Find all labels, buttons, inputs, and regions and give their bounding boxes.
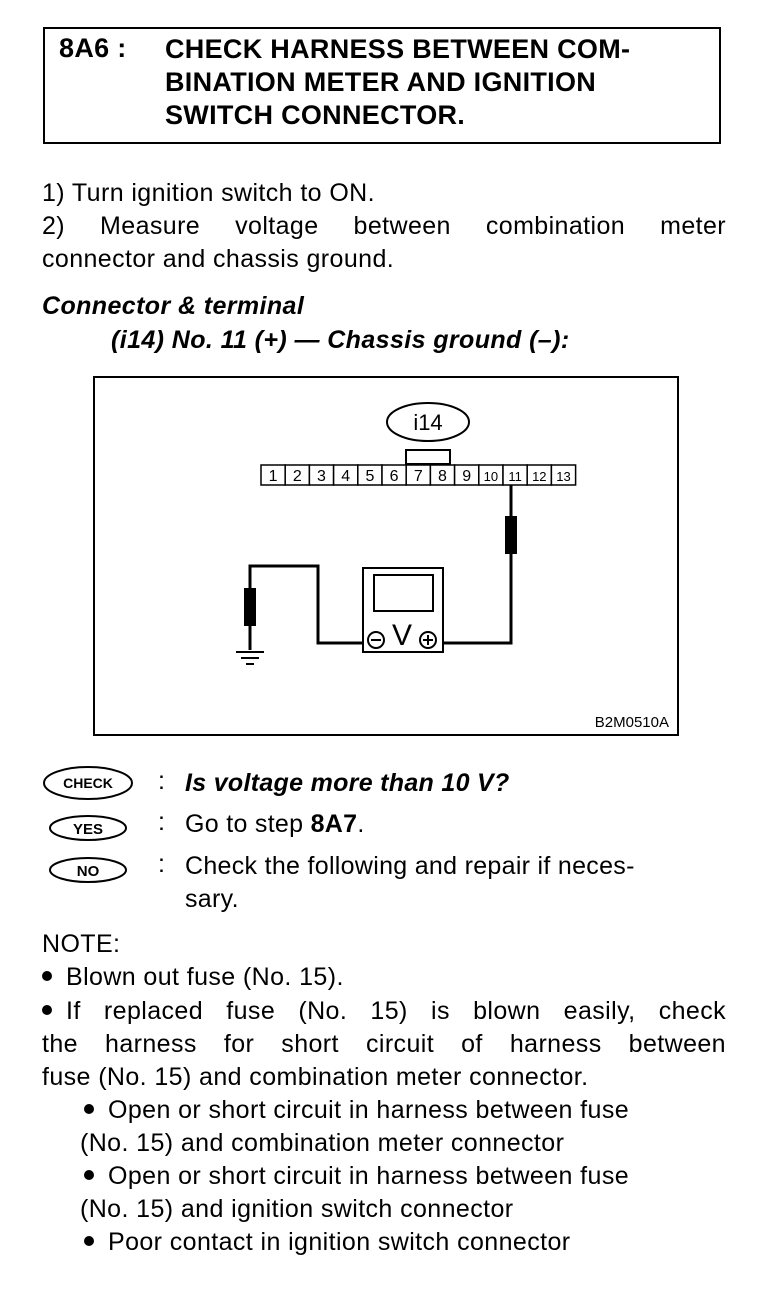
- yes-text: Go to step: [185, 810, 311, 838]
- connector-pin-label: 1: [269, 468, 278, 485]
- step-2-line-2: connector and chassis ground.: [42, 245, 395, 273]
- connector-pin-label: 9: [462, 468, 471, 485]
- note-item-text: If replaced fuse (No. 15) is blown easil…: [66, 997, 726, 1025]
- plus-terminal: [419, 631, 437, 649]
- bullet: [84, 1104, 94, 1115]
- step-title: CHECK HARNESS BETWEEN COM- BINATION METE…: [165, 33, 710, 132]
- bullet: [84, 1236, 94, 1247]
- step-2-line-1: 2) Measure voltage between combination m…: [42, 212, 726, 240]
- connector-pin-label: 2: [293, 468, 302, 485]
- connector-label: i14: [413, 410, 442, 435]
- bullet: [42, 971, 52, 982]
- connector-pin-label: 12: [532, 469, 546, 484]
- title-line: SWITCH CONNECTOR.: [165, 100, 466, 130]
- note-item-2: If replaced fuse (No. 15) is blown easil…: [42, 995, 726, 1094]
- note-label: NOTE:: [42, 930, 121, 958]
- note-sub-3: Poor contact in ignition switch connecto…: [84, 1226, 570, 1259]
- connector-pin-label: 4: [341, 468, 350, 485]
- bullet: [84, 1170, 94, 1181]
- connector-pin-label: 13: [556, 469, 570, 484]
- check-question: Is voltage more than 10 V?: [185, 769, 510, 797]
- connector-pin-label: 8: [438, 468, 447, 485]
- no-badge-text: NO: [77, 863, 100, 880]
- note-sub-text: Poor contact in ignition switch connecto…: [108, 1228, 571, 1256]
- no-answer-line: Check the following and repair if neces-: [185, 852, 635, 880]
- note-item-2-line: If replaced fuse (No. 15) is blown easil…: [42, 995, 726, 1028]
- bullet: [42, 1005, 52, 1016]
- step-header-box: 8A6 : CHECK HARNESS BETWEEN COM- BINATIO…: [43, 27, 721, 144]
- connector-pin-label: 10: [484, 469, 498, 484]
- connector-pin: [550, 464, 577, 486]
- connector-label-ellipse: [386, 402, 470, 442]
- no-colon: :: [158, 850, 165, 878]
- note-sub-text: Open or short circuit in harness between…: [108, 1096, 630, 1124]
- title-line: BINATION METER AND IGNITION: [165, 67, 597, 97]
- note-item-2-line: the harness for short circuit of harness…: [42, 1030, 726, 1058]
- note-item-2-line: fuse (No. 15) and combination meter conn…: [42, 1063, 589, 1091]
- no-answer-line: sary.: [185, 885, 239, 913]
- yes-answer: Go to step 8A7.: [185, 808, 365, 841]
- check-badge-text: CHECK: [63, 775, 113, 791]
- connector-pin-label: 6: [390, 468, 399, 485]
- note-sub-text: (No. 15) and combination meter connector: [80, 1129, 565, 1157]
- connector-terminal: (i14) No. 11 (+) — Chassis ground (–):: [111, 326, 570, 354]
- minus-terminal: [367, 631, 385, 649]
- probe-plus: [505, 516, 517, 554]
- figure-code: B2M0510A: [595, 714, 669, 731]
- probe-minus: [244, 588, 256, 626]
- connector-pin-label: 7: [414, 468, 423, 485]
- check-colon: :: [158, 767, 165, 795]
- connector-heading: Connector & terminal: [42, 292, 305, 320]
- wire-minus: [248, 564, 363, 645]
- note-sub-2: Open or short circuit in harness between…: [80, 1160, 630, 1226]
- yes-badge: YES: [48, 813, 128, 848]
- note-sub-text: Open or short circuit in harness between…: [108, 1162, 630, 1190]
- connector-pin-label: 5: [365, 468, 374, 485]
- note-sub-text: (No. 15) and ignition switch connector: [80, 1195, 514, 1223]
- connector-latch: [405, 449, 451, 465]
- no-badge: NO: [48, 855, 128, 890]
- no-answer: Check the following and repair if neces-…: [185, 850, 635, 916]
- step-number: 8A6 :: [59, 33, 127, 63]
- yes-text-end: .: [357, 810, 365, 838]
- check-badge: CHECK: [42, 765, 134, 806]
- voltmeter-symbol: V: [392, 619, 412, 652]
- note-item-1: Blown out fuse (No. 15).: [42, 961, 344, 994]
- step-1: 1) Turn ignition switch to ON.: [42, 179, 375, 207]
- title-line: CHECK HARNESS BETWEEN COM-: [165, 34, 631, 64]
- connector-pin-label: 3: [317, 468, 326, 485]
- wire-plus: [443, 554, 513, 645]
- connector-pin-label: 11: [508, 469, 521, 484]
- voltmeter-display: [373, 574, 434, 612]
- yes-step-link: 8A7: [310, 810, 358, 838]
- note-sub-1: Open or short circuit in harness between…: [80, 1094, 630, 1160]
- note-item-text: Blown out fuse (No. 15).: [66, 963, 344, 991]
- yes-badge-text: YES: [73, 821, 103, 838]
- yes-colon: :: [158, 808, 165, 836]
